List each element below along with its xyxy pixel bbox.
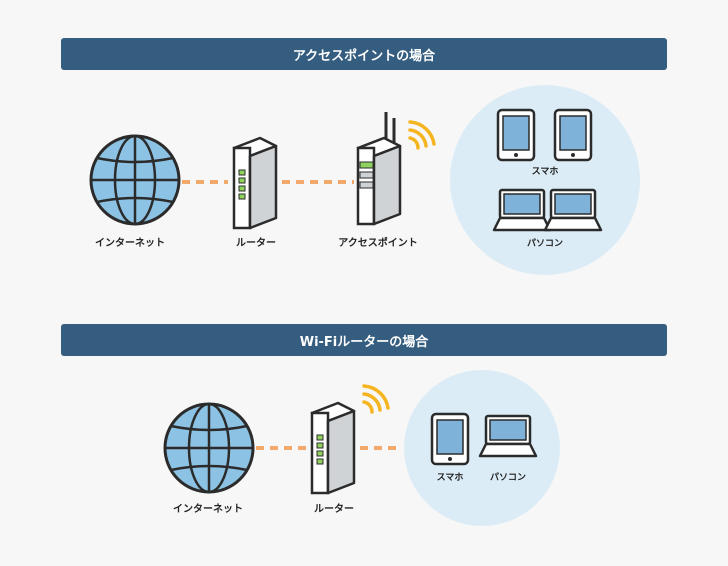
label-access-point: アクセスポイント <box>338 236 418 249</box>
section-title-access-point: アクセスポイントの場合 <box>61 38 667 70</box>
label-internet-2: インターネット <box>173 503 243 515</box>
wireless-zone-2 <box>404 370 560 526</box>
laptop-icon-1b <box>543 188 603 232</box>
label-router-2: ルーター <box>314 503 354 515</box>
label-router-1: ルーター <box>236 237 276 249</box>
router-icon-1 <box>232 136 278 230</box>
label-phones-2: スマホ <box>437 472 464 483</box>
section-title-wifi-router: Wi-Fiルーターの場合 <box>61 324 667 356</box>
label-internet-1: インターネット <box>95 237 165 249</box>
laptop-icon-1a <box>492 188 552 232</box>
laptop-icon-2 <box>478 414 538 458</box>
access-point-icon <box>356 112 402 226</box>
label-pcs-2: パソコン <box>490 471 526 483</box>
wifi-router-icon <box>310 401 356 495</box>
wifi-signal-icon-2 <box>362 384 390 414</box>
wifi-signal-icon-1 <box>408 120 436 150</box>
label-phones-1: スマホ <box>532 166 559 177</box>
smartphone-icon-2 <box>430 412 470 466</box>
label-pcs-1: パソコン <box>527 237 563 249</box>
internet-globe-icon <box>89 134 181 226</box>
internet-globe-icon-2 <box>163 402 255 494</box>
smartphone-icon-1a <box>496 108 536 162</box>
smartphone-icon-1b <box>553 108 593 162</box>
